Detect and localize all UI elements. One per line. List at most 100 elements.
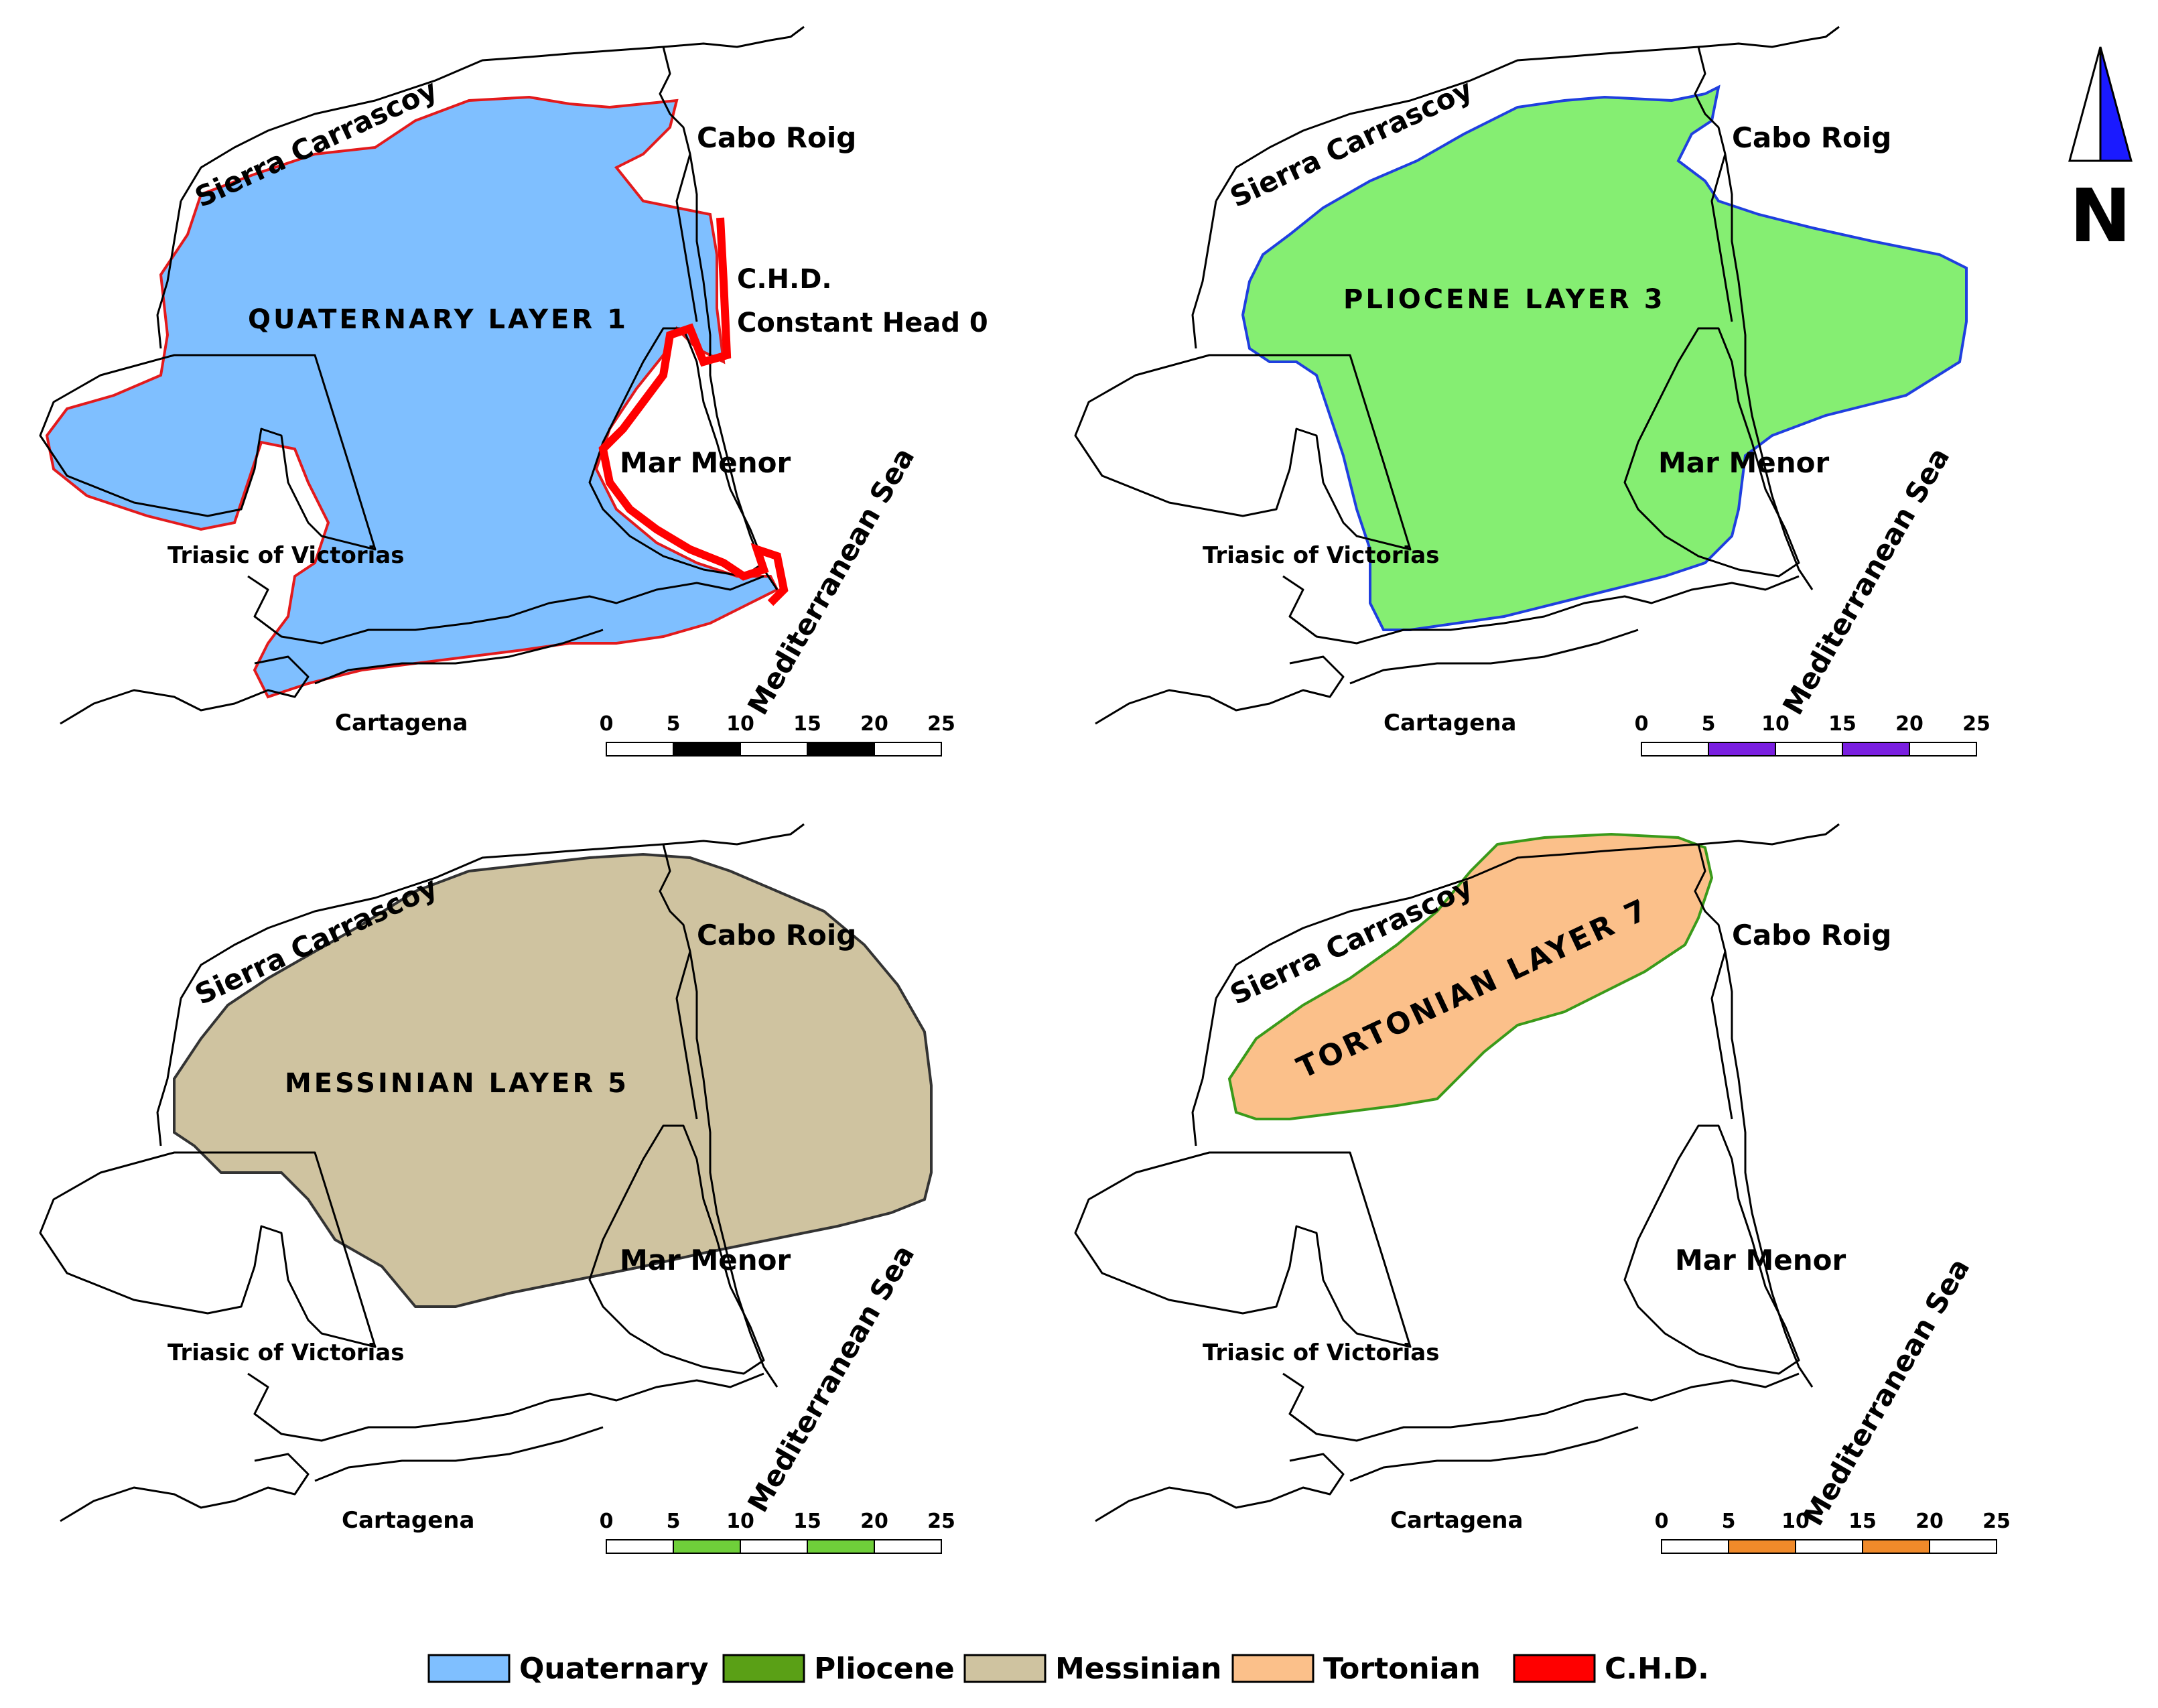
pliocene-layer-area: [1241, 84, 1968, 631]
scale-segment: [740, 742, 808, 757]
scale-segment: [1708, 742, 1776, 757]
place-triasic-victorias: Triasic of Victorias: [167, 1339, 404, 1366]
legend-label: Tortonian: [1323, 1652, 1481, 1686]
scale-segment: [673, 1539, 741, 1554]
place-triasic-victorias: Triasic of Victorias: [1203, 542, 1439, 569]
messinian-layer-area: [173, 852, 933, 1308]
place-triasic-victorias: Triasic of Victorias: [1203, 1339, 1439, 1366]
place-cartagena: Cartagena: [342, 1507, 474, 1534]
scale-segment: [1728, 1539, 1796, 1554]
scale-segment: [606, 742, 674, 757]
scale-segment: [1862, 1539, 1930, 1554]
place-mar-menor: Mar Menor: [620, 446, 791, 479]
scale-tick-label: 0: [1655, 1510, 1669, 1533]
place-mediterranean-sea: Mediterranean Sea: [1796, 1253, 1976, 1531]
scale-tick-label: 15: [793, 712, 821, 736]
panel-title: QUATERNARY LAYER 1: [248, 304, 628, 335]
legend-swatch-tortonian: [1231, 1654, 1314, 1683]
panel-messinian: MESSINIAN LAYER 5 Sierra Carrascoy Cabo …: [39, 823, 955, 1554]
place-cabo-roig: Cabo Roig: [697, 919, 856, 951]
panel-tortonian: TORTONIAN LAYER 7 Sierra Carrascoy Cabo …: [1074, 823, 2011, 1554]
legend-swatch-chd: [1513, 1654, 1596, 1683]
scale-tick-label: 5: [1702, 712, 1716, 736]
scale-tick-label: 0: [600, 712, 614, 736]
panel-quaternary: QUATERNARY LAYER 1 C.H.D. Constant Head …: [39, 25, 988, 757]
legend-label: Quaternary: [519, 1652, 708, 1686]
legend-label: C.H.D.: [1605, 1652, 1709, 1686]
north-arrow-left-half: [2068, 46, 2102, 162]
scale-bar: 0 5 10 15 20 25: [600, 1510, 955, 1554]
scale-tick-label: 25: [927, 712, 955, 736]
legend-swatch-quaternary: [427, 1654, 511, 1683]
scale-bar: 0 5 10 15 20 25: [1635, 712, 1991, 757]
scale-tick-label: 20: [1895, 712, 1924, 736]
chd-label-line2: Constant Head 0: [737, 308, 988, 338]
place-cabo-roig: Cabo Roig: [1732, 121, 1891, 154]
legend-item-tortonian: Tortonian: [1231, 1652, 1481, 1686]
scale-segment: [673, 742, 741, 757]
legend-swatch-pliocene: [722, 1654, 805, 1683]
place-mar-menor: Mar Menor: [1658, 446, 1830, 479]
scale-bar: 0 5 10 15 20 25: [600, 712, 955, 757]
legend-item-quaternary: Quaternary: [427, 1652, 708, 1686]
scale-segment: [1842, 742, 1910, 757]
scale-bar: 0 5 10 15 20 25: [1655, 1510, 2011, 1554]
place-cartagena: Cartagena: [1390, 1507, 1523, 1534]
scale-segment: [807, 1539, 875, 1554]
place-mediterranean-sea: Mediterranean Sea: [741, 1240, 921, 1518]
place-cartagena: Cartagena: [335, 710, 468, 736]
scale-tick-label: 10: [726, 1510, 754, 1533]
legend-label: Pliocene: [814, 1652, 955, 1686]
scale-tick-label: 0: [600, 1510, 614, 1533]
panel-title: MESSINIAN LAYER 5: [285, 1068, 629, 1099]
legend-label: Messinian: [1055, 1652, 1222, 1686]
scale-segment: [874, 1539, 942, 1554]
tortonian-layer-area: [1227, 832, 1714, 1120]
north-label: N: [2070, 173, 2131, 259]
place-mar-menor: Mar Menor: [620, 1244, 791, 1276]
scale-segment: [874, 742, 942, 757]
scale-segment: [1795, 1539, 1863, 1554]
place-mar-menor: Mar Menor: [1675, 1244, 1846, 1276]
legend-swatch-messinian: [963, 1654, 1047, 1683]
scale-tick-label: 10: [726, 712, 754, 736]
scale-tick-label: 25: [1962, 712, 1991, 736]
scale-tick-label: 15: [1848, 1510, 1877, 1533]
legend-item-messinian: Messinian: [963, 1652, 1222, 1686]
place-cabo-roig: Cabo Roig: [1732, 919, 1891, 951]
chd-label-line1: C.H.D.: [737, 264, 832, 295]
scale-segment: [1775, 742, 1843, 757]
north-arrow-right-half: [2099, 46, 2133, 162]
panel-title: PLIOCENE LAYER 3: [1343, 284, 1666, 315]
scale-segment: [1929, 1539, 1997, 1554]
legend-item-pliocene: Pliocene: [722, 1652, 955, 1686]
place-cartagena: Cartagena: [1384, 710, 1516, 736]
scale-tick-label: 20: [860, 712, 888, 736]
scale-tick-label: 15: [793, 1510, 821, 1533]
chd-boundary: [598, 217, 789, 606]
scale-segment: [1661, 1539, 1729, 1554]
scale-tick-label: 5: [667, 712, 681, 736]
scale-tick-label: 25: [1982, 1510, 2011, 1533]
quaternary-layer-area: [45, 95, 779, 699]
scale-tick-label: 20: [860, 1510, 888, 1533]
scale-tick-label: 10: [1781, 1510, 1810, 1533]
scale-segment: [740, 1539, 808, 1554]
scale-tick-label: 5: [667, 1510, 681, 1533]
place-cabo-roig: Cabo Roig: [697, 121, 856, 154]
scale-tick-label: 10: [1761, 712, 1790, 736]
legend-item-chd: C.H.D.: [1513, 1652, 1709, 1686]
scale-tick-label: 5: [1722, 1510, 1736, 1533]
place-triasic-victorias: Triasic of Victorias: [167, 542, 404, 569]
scale-tick-label: 0: [1635, 712, 1649, 736]
scale-segment: [606, 1539, 674, 1554]
north-arrow: N: [2068, 46, 2133, 259]
panel-pliocene: PLIOCENE LAYER 3 Sierra Carrascoy Cabo R…: [1074, 25, 1991, 757]
scale-tick-label: 15: [1828, 712, 1857, 736]
scale-tick-label: 25: [927, 1510, 955, 1533]
scale-segment: [1909, 742, 1977, 757]
legend: Quaternary Pliocene Messinian Tortonian …: [427, 1652, 1709, 1686]
scale-tick-label: 20: [1915, 1510, 1944, 1533]
scale-segment: [807, 742, 875, 757]
